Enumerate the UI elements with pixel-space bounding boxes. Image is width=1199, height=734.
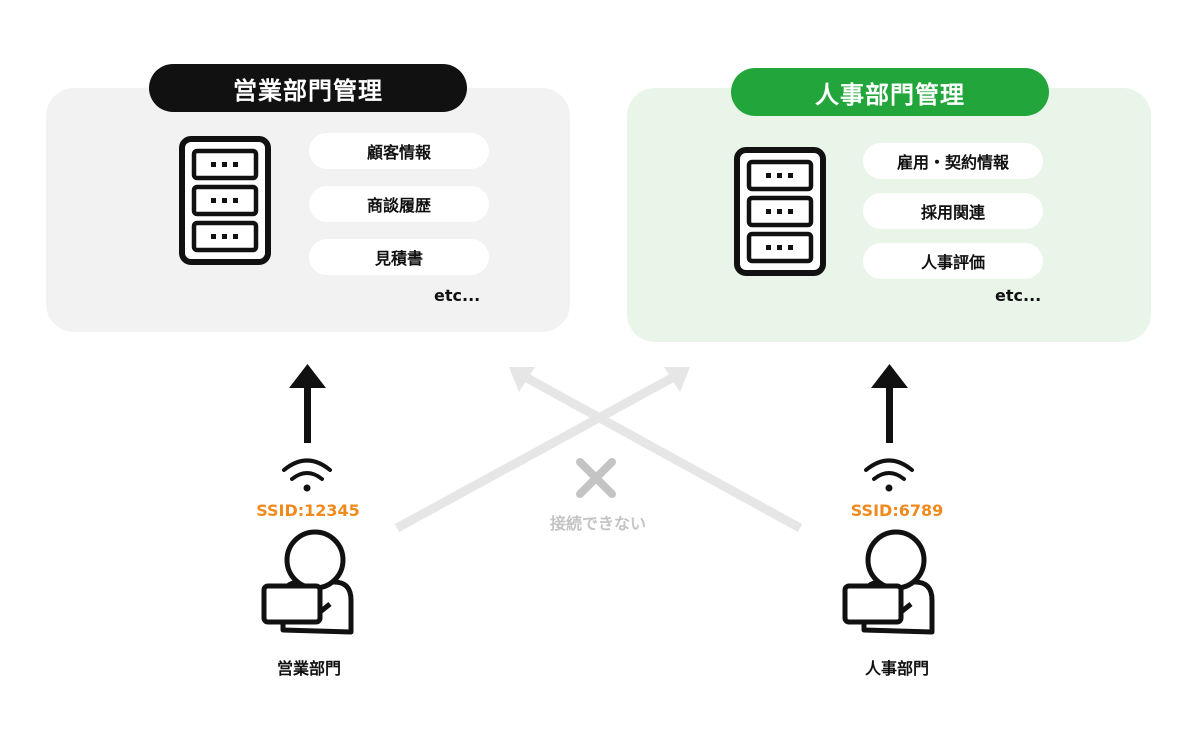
sales-allowed-arrow <box>289 364 326 443</box>
sales-dept-label: 営業部門 <box>276 659 342 678</box>
hr-server-icon <box>734 147 826 276</box>
blocked-connection-arrows <box>394 367 803 532</box>
hr-item-recruitment: 採用関連 <box>863 193 1043 229</box>
hr-item-employment-contract: 雇用・契約情報 <box>863 143 1043 179</box>
hr-wifi-icon <box>864 458 914 492</box>
blocked-arrow-hr-to-sales <box>524 374 803 532</box>
sales-item-quotation: 見積書 <box>309 239 489 275</box>
sales-user-laptop-icon <box>261 529 354 635</box>
sales-wifi-icon <box>282 458 332 492</box>
hr-item-evaluation: 人事評価 <box>863 243 1043 279</box>
sales-ssid-label: SSID:12345 <box>256 501 360 520</box>
sales-management-title: 営業部門管理 <box>149 64 467 112</box>
hr-ssid-label: SSID:6789 <box>850 501 944 520</box>
blocked-arrow-sales-to-hr <box>394 374 675 532</box>
hr-management-title: 人事部門管理 <box>731 68 1049 116</box>
hr-allowed-arrow <box>871 364 908 443</box>
cross-icon <box>576 458 616 498</box>
hr-etc: etc... <box>995 286 1042 305</box>
sales-server-icon <box>179 136 271 265</box>
sales-item-deal-history: 商談履歴 <box>309 186 489 222</box>
connection-blocked-label: 接続できない <box>549 514 647 533</box>
hr-dept-label: 人事部門 <box>864 659 930 678</box>
sales-etc: etc... <box>434 286 481 305</box>
hr-user-laptop-icon <box>842 529 935 635</box>
sales-item-customer-info: 顧客情報 <box>309 133 489 169</box>
